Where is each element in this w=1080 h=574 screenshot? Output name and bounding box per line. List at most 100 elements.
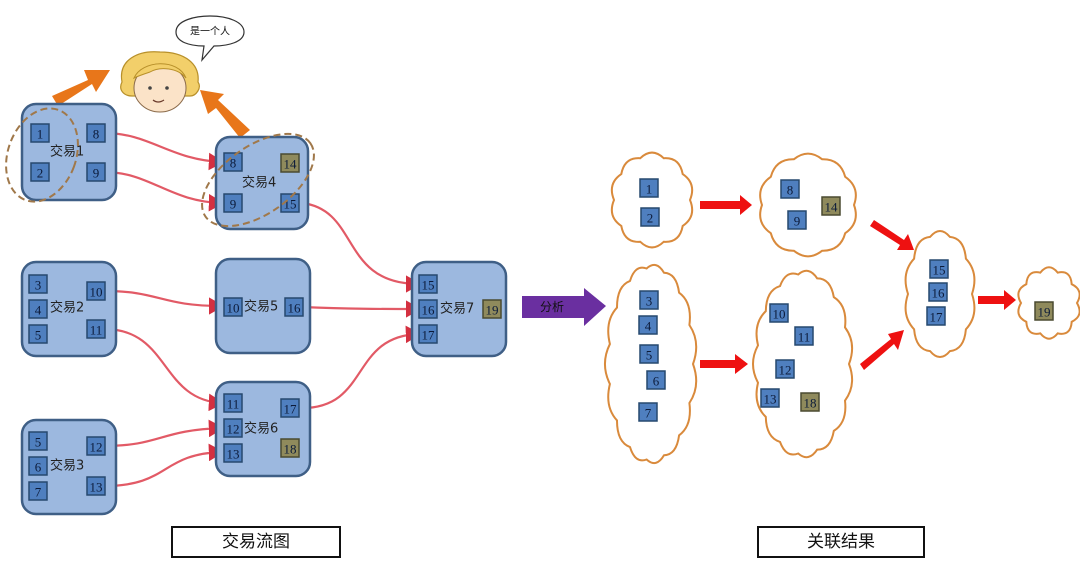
- account-square: [800, 392, 820, 412]
- flow-line: [301, 300, 422, 318]
- account-id: 12: [227, 422, 240, 437]
- transaction-label: 交易5: [244, 299, 278, 315]
- account-id: 12: [779, 363, 792, 378]
- account-square: [787, 210, 807, 230]
- transaction-label: 交易4: [242, 175, 276, 191]
- transaction-label: 交易2: [50, 300, 84, 316]
- account-box: 12: [223, 418, 243, 438]
- account-id: 8: [230, 156, 237, 171]
- cloud-shape: [752, 269, 854, 459]
- account-id: 16: [288, 301, 302, 316]
- orange-arrow-left: [52, 70, 110, 106]
- flow-lines: [103, 131, 422, 488]
- account-square: [280, 193, 300, 213]
- account-square: [640, 207, 660, 227]
- account-square: [638, 402, 658, 422]
- result-arrows: [700, 195, 1016, 374]
- account-square: [223, 393, 243, 413]
- speech-bubble: 是一个人: [175, 15, 245, 62]
- account-box: 3: [28, 274, 48, 294]
- account-box: 11: [794, 326, 814, 346]
- account-box: 8: [223, 152, 243, 172]
- cloud-shape: [603, 263, 698, 465]
- account-square: [775, 359, 795, 379]
- caption-right-text: 关联结果: [807, 532, 875, 552]
- account-id: 10: [90, 285, 103, 300]
- account-id: 1: [37, 127, 44, 142]
- account-id: 11: [227, 397, 240, 412]
- account-square: [780, 179, 800, 199]
- account-square: [28, 431, 48, 451]
- account-box: 13: [86, 476, 106, 496]
- account-id: 11: [90, 323, 103, 338]
- orange-arrow-right: [200, 90, 250, 138]
- account-square: [769, 303, 789, 323]
- flow-line: [103, 170, 225, 212]
- account-box: 9: [223, 193, 243, 213]
- account-box: 13: [760, 388, 780, 408]
- account-box: 11: [223, 393, 243, 413]
- account-box: 5: [28, 431, 48, 451]
- account-id: 18: [284, 442, 297, 457]
- account-box: 12: [775, 359, 795, 379]
- account-square: [639, 290, 659, 310]
- account-square: [30, 123, 50, 143]
- flow-line: [103, 419, 225, 448]
- account-square: [30, 162, 50, 182]
- flow-line: [103, 443, 225, 488]
- account-box: 9: [86, 162, 106, 182]
- analyze-label: 分析: [540, 300, 564, 314]
- account-box: 16: [418, 299, 438, 319]
- account-square: [86, 162, 106, 182]
- transaction-label: 交易3: [50, 458, 84, 474]
- account-square: [639, 344, 659, 364]
- account-id: 9: [230, 197, 237, 212]
- account-square: [86, 281, 106, 301]
- account-id: 15: [422, 278, 435, 293]
- account-box: 19: [482, 299, 502, 319]
- account-id: 8: [787, 183, 794, 198]
- account-square: [794, 326, 814, 346]
- cloud-shape: [610, 151, 694, 249]
- cluster-cloud: 12: [610, 151, 694, 249]
- caption-left-text: 交易流图: [222, 532, 290, 552]
- account-box: 15: [929, 259, 949, 279]
- account-box: 11: [86, 319, 106, 339]
- account-box: 9: [787, 210, 807, 230]
- account-id: 8: [93, 127, 100, 142]
- account-box: 16: [284, 297, 304, 317]
- account-box: 17: [418, 324, 438, 344]
- account-id: 5: [35, 328, 42, 343]
- account-box: 10: [769, 303, 789, 323]
- account-box: 5: [28, 324, 48, 344]
- account-square: [223, 418, 243, 438]
- account-square: [28, 456, 48, 476]
- account-box: 13: [223, 443, 243, 463]
- transaction-label: 交易6: [244, 421, 278, 437]
- account-id: 4: [645, 319, 652, 334]
- account-square: [86, 123, 106, 143]
- flow-line: [301, 201, 422, 293]
- account-id: 18: [804, 396, 817, 411]
- account-box: 8: [780, 179, 800, 199]
- account-square: [28, 299, 48, 319]
- account-id: 6: [653, 374, 660, 389]
- person-group-ellipse: [201, 132, 315, 228]
- person-avatar: [120, 51, 200, 113]
- account-box: 3: [639, 290, 659, 310]
- account-square: [926, 306, 946, 326]
- account-id: 2: [37, 166, 44, 181]
- person-group-ellipse: [5, 107, 79, 203]
- account-box: 7: [28, 481, 48, 501]
- account-box: 10: [223, 297, 243, 317]
- result-arrow: [860, 330, 904, 370]
- account-box: 4: [28, 299, 48, 319]
- account-square: [760, 388, 780, 408]
- account-square: [284, 297, 304, 317]
- account-square: [223, 297, 243, 317]
